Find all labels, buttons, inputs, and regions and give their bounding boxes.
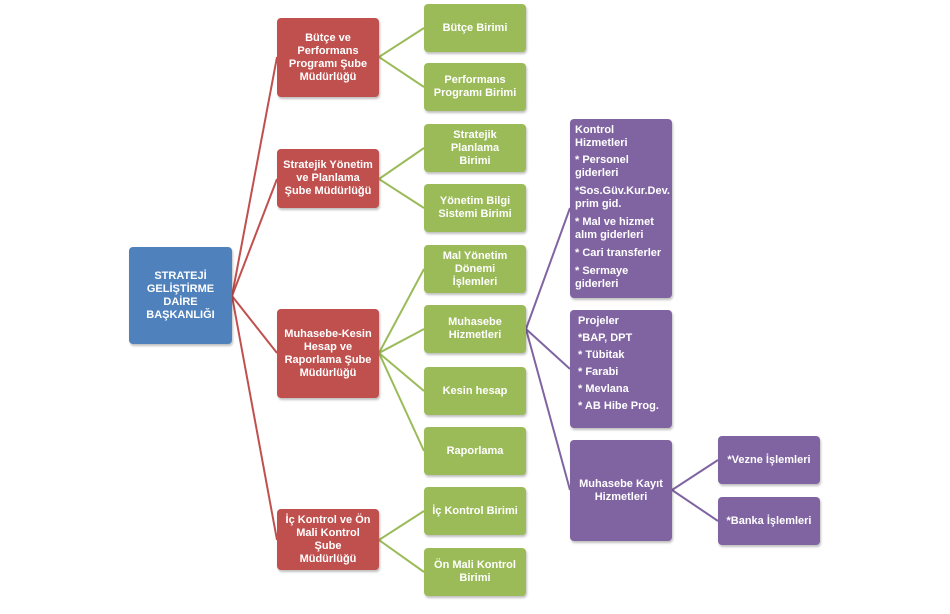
projeler-item: * AB Hibe Prog. (578, 400, 659, 412)
node-label-line: Birimi (459, 154, 491, 167)
unit-ic-kontrol-birimi: İç Kontrol Birimi (424, 487, 526, 535)
kontrol-item: * Cari transferler (575, 247, 662, 259)
branch-unit-connector (378, 328, 425, 354)
node-label-line: Hizmetleri (594, 490, 648, 503)
projeler-item: * Tübitak (578, 349, 625, 361)
root-branch-connector (231, 178, 278, 297)
node-label-line: Müdürlüğü (299, 70, 357, 83)
branch-unit-connector (378, 268, 425, 354)
node-label-line: Şube Müdürlüğü (284, 185, 372, 197)
kontrol-hizmetleri-list: Kontrol Hizmetleri * Personel giderleri … (570, 119, 672, 298)
projeler-list: Projeler *BAP, DPT * Tübitak * Farabi * … (570, 310, 672, 428)
unit-kesin-hesap: Kesin hesap (424, 367, 526, 415)
node-label-line: Mal Yönetim (442, 249, 508, 262)
node-label-line: İç Kontrol ve Ön (285, 513, 371, 526)
node-label-line: Raporlama Şube (284, 353, 372, 366)
node-label-line: Bütçe Birimi (442, 21, 508, 34)
node-label-line: GELİŞTİRME (146, 282, 215, 295)
node-label-line: Muhasebe (448, 316, 502, 328)
projeler-item: * Farabi (578, 366, 619, 378)
detail-subdetail-connector (671, 459, 719, 491)
node-label-line: ve Planlama (296, 172, 360, 184)
kontrol-item: * Sermaye giderleri (575, 265, 629, 290)
node-label-line: Muhasebe Kayıt (579, 477, 663, 490)
node-label-line: Performans (297, 44, 359, 57)
unit-detail-connector (525, 328, 571, 491)
kontrol-item: *Sos.Güv.Kur.Dev. prim gid. (575, 185, 670, 210)
node-label-line: Programı Şube (288, 57, 368, 70)
node-label-line: Hesap ve (303, 340, 353, 353)
node-label-line: Programı Birimi (433, 87, 517, 99)
unit-butce-birimi: Bütçe Birimi (424, 4, 526, 52)
projeler-title: Projeler (578, 315, 619, 327)
node-label-line: Mali Kontrol Şube (296, 526, 360, 552)
kontrol-item: * Personel giderleri (575, 154, 629, 179)
branch-unit-connector (378, 352, 425, 452)
node-label-line: *Banka İşlemleri (726, 514, 812, 527)
branch-unit-connector (378, 510, 425, 541)
kontrol-hizmetleri-title: Kontrol Hizmetleri (575, 124, 628, 149)
node-label-line: Sistemi Birimi (438, 208, 512, 220)
node-label-line: Hizmetleri (448, 329, 502, 341)
node-label-line: Muhasebe-Kesin (284, 327, 372, 340)
node-label-line: Birimi (459, 572, 491, 584)
branch-unit-connector (378, 56, 425, 88)
vezne-islemleri: *Vezne İşlemleri (718, 436, 820, 484)
branch-unit-connector (378, 27, 425, 58)
node-label-line: Stratejik Planlama (450, 128, 500, 154)
detail-subdetail-connector (671, 489, 719, 522)
unit-detail-connector (525, 207, 571, 330)
node-label-line: Müdürlüğü (299, 552, 357, 565)
node-label-line: Stratejik Yönetim (283, 159, 373, 171)
unit-detail-connector (525, 328, 571, 370)
root-branch-connector (231, 295, 278, 541)
projeler-item: * Mevlana (578, 383, 629, 395)
root-branch-connector (231, 56, 278, 297)
branch-unit-connector (378, 539, 425, 573)
branch-unit-connector (378, 178, 425, 209)
node-label-line: *Vezne İşlemleri (727, 453, 811, 466)
node-label-line: Dönemi (454, 262, 496, 275)
unit-raporlama: Raporlama (424, 427, 526, 475)
node-label-line: Müdürlüğü (299, 366, 357, 379)
banka-islemleri: *Banka İşlemleri (718, 497, 820, 545)
node-label-line: Performans (444, 74, 506, 86)
node-label-line: Kesin hesap (442, 384, 508, 397)
kontrol-item: * Mal ve hizmet alım giderleri (575, 216, 654, 241)
node-label-line: Bütçe ve (305, 31, 351, 44)
root-branch-connector (231, 295, 278, 354)
node-label-line: Yönetim Bilgi (439, 195, 511, 207)
node-label-line: İç Kontrol Birimi (432, 504, 518, 517)
node-label-line: DAİRE BAŞKANLIĞI (146, 295, 215, 321)
node-label-line: İşlemleri (452, 275, 498, 288)
projeler-item: *BAP, DPT (578, 332, 633, 344)
node-label-line: Ön Mali Kontrol (434, 559, 516, 571)
branch-unit-connector (378, 147, 425, 180)
branch-unit-connector (378, 352, 425, 392)
node-label-line: Raporlama (446, 444, 504, 457)
node-label-line: STRATEJİ (154, 269, 207, 282)
